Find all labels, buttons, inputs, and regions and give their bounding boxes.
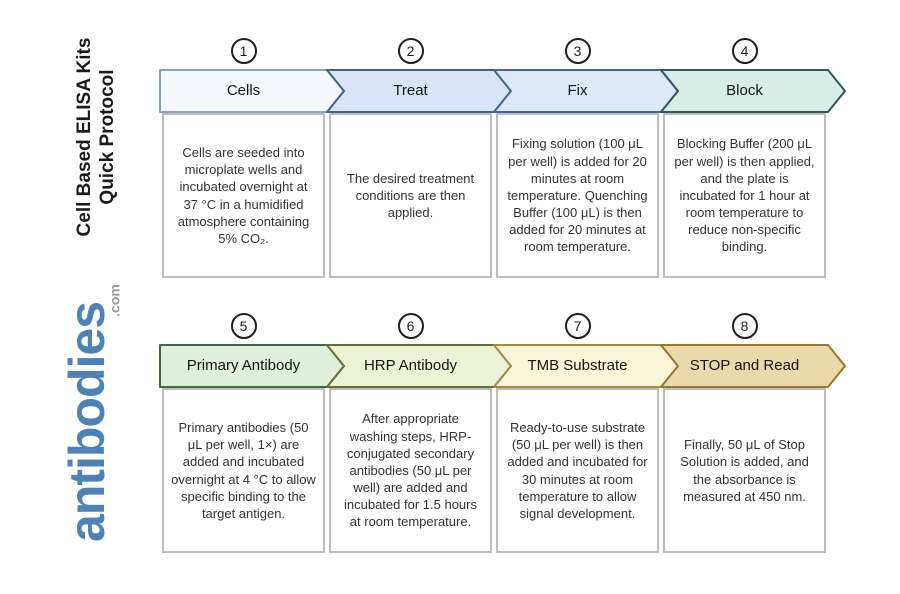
- step-number: 5: [239, 318, 248, 334]
- step-label: Primary Antibody: [186, 357, 301, 374]
- step-number-badge: 5: [230, 313, 257, 339]
- step-description-box: Cells are seeded into microplate wells a…: [162, 113, 325, 278]
- step-label: Treat: [393, 82, 428, 99]
- step-number-badge: 1: [230, 38, 257, 64]
- column-2: 2 Treat The desired treatment conditions…: [327, 0, 494, 594]
- step-number: 8: [740, 318, 749, 334]
- step-number-badge: 2: [397, 38, 424, 64]
- step-label: Cells: [226, 82, 261, 99]
- step-description-box: The desired treatment conditions are the…: [329, 113, 492, 278]
- step-number-badge: 4: [731, 38, 758, 64]
- column-3: 3 Fix Fixing solution (100 μL per well) …: [494, 0, 661, 594]
- step-label: TMB Substrate: [527, 357, 628, 374]
- step-description: Ready-to-use substrate (50 μL per well) …: [507, 420, 648, 521]
- step-number: 7: [573, 318, 582, 334]
- step-description-box: Blocking Buffer (200 μL per well) is the…: [663, 113, 826, 278]
- arrow-step-8: [660, 344, 846, 388]
- step-number: 6: [406, 318, 415, 334]
- step-label: Fix: [567, 82, 588, 99]
- step-number: 2: [406, 43, 415, 59]
- step-description-box: Ready-to-use substrate (50 μL per well) …: [496, 388, 659, 553]
- step-description: After appropriate washing steps, HRP-con…: [344, 411, 477, 530]
- step-number: 3: [573, 43, 582, 59]
- step-description-box: After appropriate washing steps, HRP-con…: [329, 388, 492, 553]
- step-description: Finally, 50 μL of Stop Solution is added…: [680, 437, 809, 504]
- step-number-badge: 6: [397, 313, 424, 339]
- step-description: Cells are seeded into microplate wells a…: [177, 145, 310, 246]
- step-number-badge: 7: [564, 313, 591, 339]
- step-number-badge: 3: [564, 38, 591, 64]
- step-number: 1: [239, 43, 248, 59]
- step-description-box: Finally, 50 μL of Stop Solution is added…: [663, 388, 826, 553]
- step-description-box: Fixing solution (100 μL per well) is add…: [496, 113, 659, 278]
- step-label: HRP Antibody: [363, 357, 458, 374]
- step-description-box: Primary antibodies (50 μL per well, 1×) …: [162, 388, 325, 553]
- step-description: Fixing solution (100 μL per well) is add…: [507, 136, 648, 255]
- column-1: 1 Cells Cells are seeded into microplate…: [160, 0, 327, 594]
- step-description: Blocking Buffer (200 μL per well) is the…: [674, 136, 815, 255]
- step-number-badge: 8: [731, 313, 758, 339]
- column-4: 4 Block Blocking Buffer (200 μL per well…: [661, 0, 828, 594]
- step-label: STOP and Read: [689, 357, 800, 374]
- step-description: The desired treatment conditions are the…: [346, 170, 475, 221]
- step-label: Block: [726, 82, 763, 99]
- step-number: 4: [740, 43, 749, 59]
- step-description: Primary antibodies (50 μL per well, 1×) …: [171, 420, 316, 521]
- arrow-step-4: [660, 69, 846, 113]
